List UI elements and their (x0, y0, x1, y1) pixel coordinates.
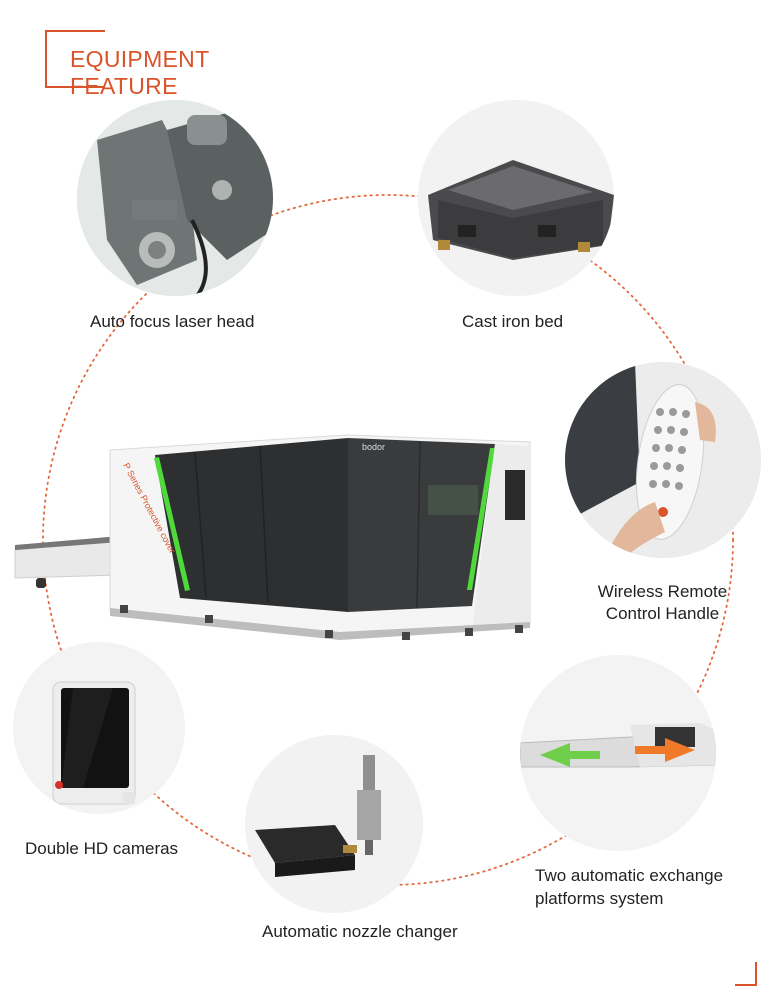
laser-cutting-machine-image: P Series Protective cover (14, 434, 531, 640)
hd-camera-image (13, 642, 185, 814)
feature-label-nozzle-changer: Automatic nozzle changer (262, 922, 458, 941)
title-bracket (45, 30, 105, 88)
feature-label-remote-line1: Wireless Remote (597, 582, 728, 601)
corner-bracket (735, 962, 757, 986)
laser-head-photo (77, 100, 273, 296)
nozzle-changer-photo (245, 735, 423, 913)
machine-brand-logo: bodor (362, 442, 386, 452)
section-header: EQUIPMENT FEATURE (45, 30, 290, 99)
feature-label-exchange-line1: Two automatic exchange (535, 866, 724, 885)
nozzle-changer-image (245, 735, 423, 913)
page-title: EQUIPMENT FEATURE (70, 46, 210, 99)
exchange-platform-photo (520, 655, 716, 851)
cast-iron-bed-image (418, 100, 614, 296)
feature-label-exchange-line2: platforms system (535, 889, 664, 908)
wireless-remote-image (565, 362, 761, 558)
hd-camera-photo (13, 642, 185, 814)
remote-control-photo (565, 362, 761, 558)
exchange-platform-image (520, 655, 716, 851)
feature-label-hd-cameras: Double HD cameras (25, 839, 179, 858)
cast-iron-bed-photo (418, 100, 614, 296)
auto-focus-laser-head-image (77, 100, 273, 296)
feature-label-remote-line2: Control Handle (605, 604, 720, 623)
feature-label-cast-iron-bed: Cast iron bed (462, 312, 564, 331)
feature-label-laser-head: Auto focus laser head (90, 312, 255, 331)
